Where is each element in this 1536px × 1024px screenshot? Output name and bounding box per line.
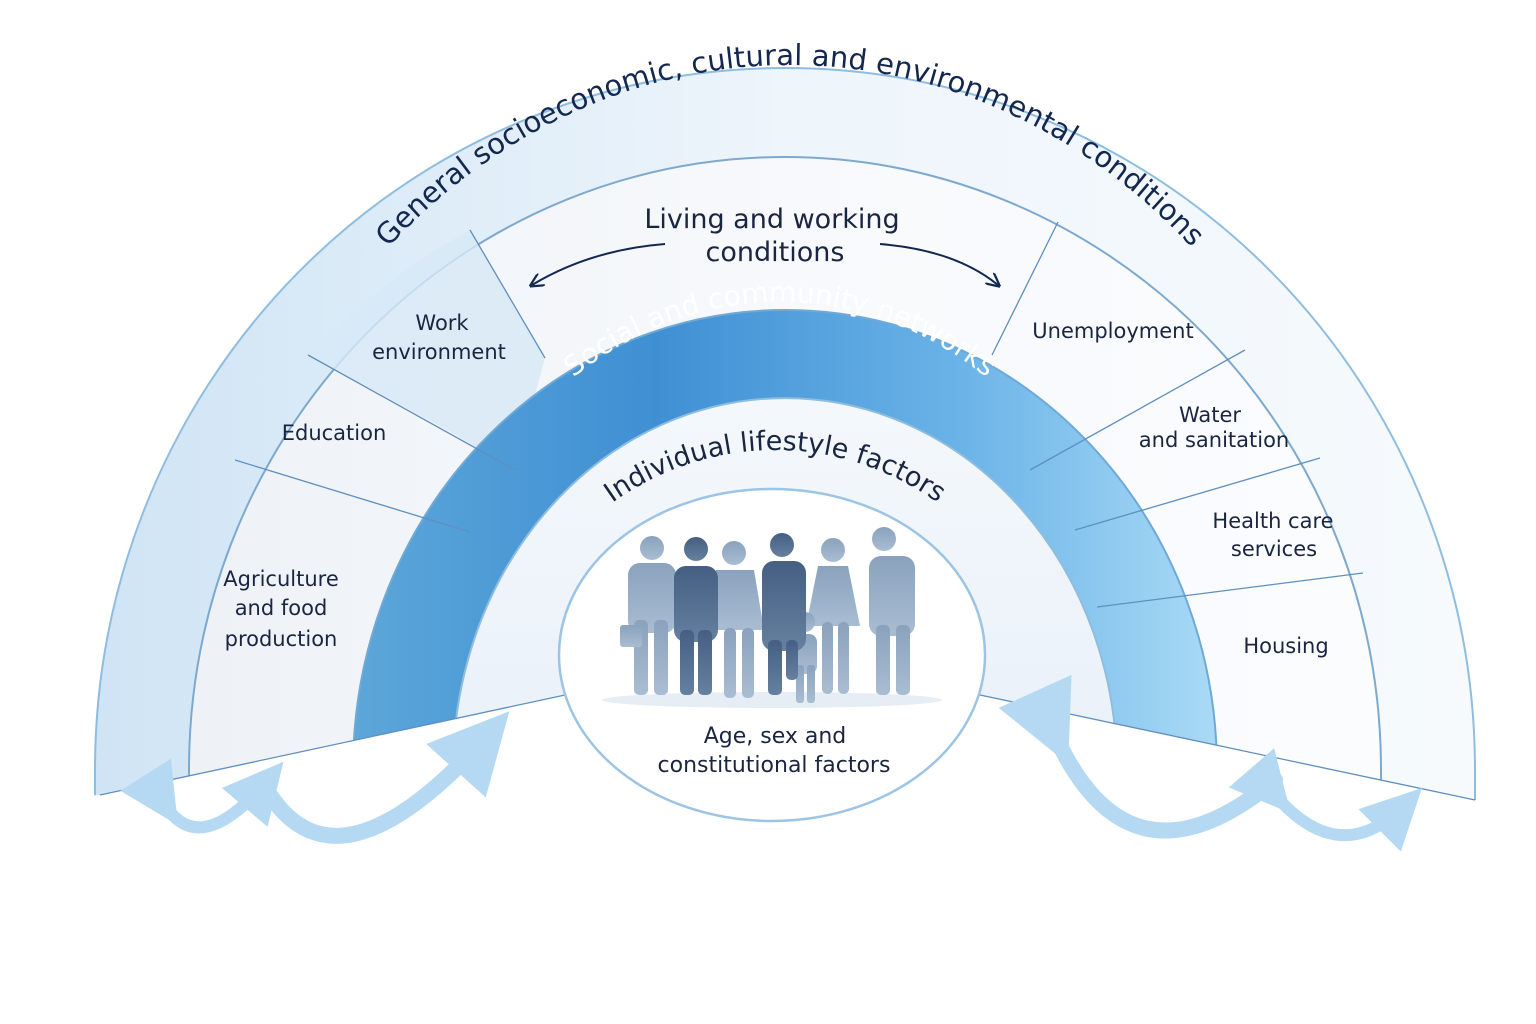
feedback-arrows-right	[998, 674, 1422, 852]
people-shadow	[602, 692, 942, 708]
core-label-1: Age, sex and	[704, 724, 847, 749]
sector-agriculture: Agriculture and food production	[223, 567, 339, 651]
people-group-icon	[620, 527, 915, 703]
svg-text:Agriculture: Agriculture	[223, 567, 339, 591]
svg-text:Unemployment: Unemployment	[1032, 319, 1193, 343]
svg-text:services: services	[1231, 537, 1317, 561]
svg-text:and sanitation: and sanitation	[1139, 428, 1289, 452]
svg-text:and food: and food	[235, 596, 328, 620]
svg-text:Housing: Housing	[1243, 634, 1328, 658]
living-band-label-2: conditions	[706, 237, 845, 268]
svg-text:Education: Education	[282, 421, 387, 445]
living-band-label-1: Living and working	[644, 204, 899, 235]
feedback-arrows-left	[120, 711, 510, 844]
sector-education: Education	[282, 421, 387, 445]
svg-text:Health care: Health care	[1212, 509, 1333, 533]
sector-water-sanitation: Water and sanitation	[1139, 403, 1289, 452]
work-environment-sector	[308, 230, 545, 470]
sector-unemployment: Unemployment	[1032, 319, 1193, 343]
sector-work-environment: Work environment	[372, 311, 506, 364]
sector-health-care: Health care services	[1212, 509, 1333, 561]
svg-text:environment: environment	[372, 340, 506, 364]
sector-dividers	[234, 221, 1364, 608]
svg-text:production: production	[225, 627, 338, 651]
svg-text:Water: Water	[1179, 403, 1241, 427]
arrow-left-icon	[532, 243, 666, 285]
arrow-right-icon	[879, 243, 998, 285]
svg-text:Work: Work	[415, 311, 469, 335]
core-label-2: constitutional factors	[658, 753, 891, 778]
sector-housing: Housing	[1243, 634, 1328, 658]
